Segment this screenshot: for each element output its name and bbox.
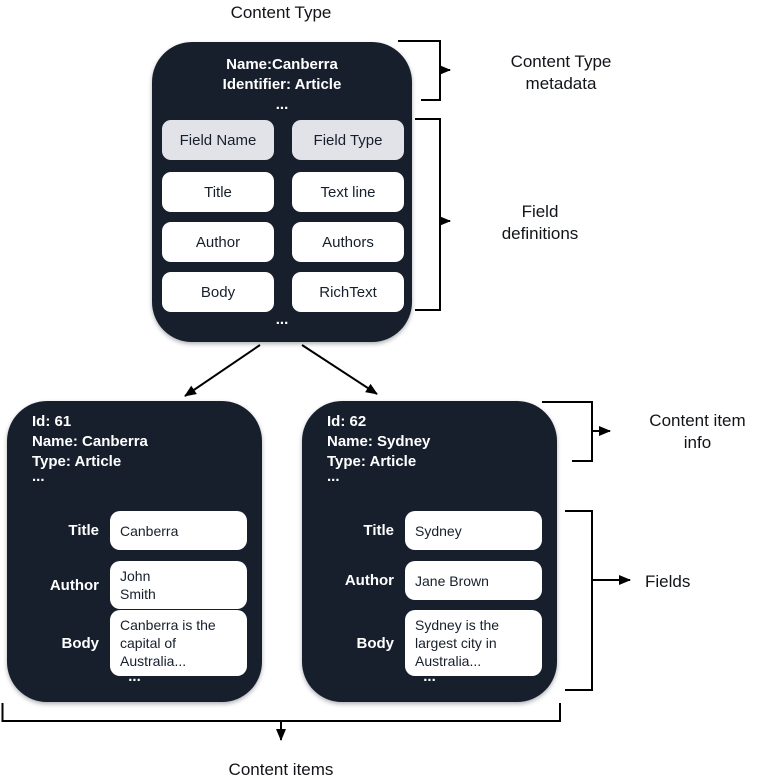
item-footer-ellipsis: ... (128, 668, 141, 685)
field-value: Sydney is the largest city in Australia.… (405, 610, 542, 676)
field-row: Title Sydney (318, 511, 542, 550)
field-label: Body (61, 634, 100, 652)
content-type-metadata-label: Content Type metadata (510, 52, 612, 93)
content-item-info-ellipsis: ... (327, 468, 340, 485)
field-row: Title Canberra (23, 511, 247, 550)
content-item-info-ellipsis: ... (32, 468, 45, 485)
field-name-header-cell: Field Name (162, 120, 274, 160)
field-label: Title (363, 522, 394, 539)
field-row: Body Canberra is the capital of Australi… (23, 610, 247, 676)
item-footer-ellipsis: ... (423, 668, 436, 685)
field-type-header-cell: Field Type (292, 120, 404, 160)
field-label: Body (356, 634, 395, 652)
content-item-info-label: Content item info (649, 411, 746, 452)
content-items-label: Content items (228, 760, 334, 779)
field-value: Canberra (110, 511, 247, 550)
field-value: John Smith (110, 561, 247, 609)
field-value: Sydney (405, 511, 542, 550)
field-label: Title (68, 522, 99, 539)
field-type-cell: Text line (292, 172, 404, 212)
field-row: Author Jane Brown (318, 561, 542, 600)
field-row: Author John Smith (23, 561, 247, 609)
field-name-cell: Author (162, 222, 274, 262)
type-to-item1-arrow-icon (184, 344, 261, 397)
field-label: Author (344, 572, 394, 589)
metadata-ellipsis: ... (275, 96, 289, 113)
field-row: Body Sydney is the largest city in Austr… (318, 610, 542, 676)
field-definitions-bracket (415, 118, 441, 311)
fields-bracket (565, 510, 593, 691)
type-box-footer-ellipsis: ... (275, 311, 289, 328)
fields-label: Fields (645, 572, 691, 591)
field-value: Jane Brown (405, 561, 542, 600)
field-name-cell: Title (162, 172, 274, 212)
field-value: Canberra is the capital of Australia... (110, 610, 247, 676)
field-name-cell: Body (162, 272, 274, 312)
content-item-box-sydney: Id: 62 Name: Sydney Type: Article ... Ti… (302, 401, 557, 702)
field-definitions-label: Field definitions (501, 202, 579, 243)
diagram-title: Content Type (230, 3, 332, 22)
content-item-box-canberra: Id: 61 Name: Canberra Type: Article ... … (7, 401, 262, 702)
field-type-cell: RichText (292, 272, 404, 312)
field-type-cell: Authors (292, 222, 404, 262)
content-type-box: Name:Canberra Identifier: Article ... Fi… (152, 42, 412, 342)
type-to-item2-arrow-icon (301, 344, 378, 395)
content-item-info-text: Id: 61 Name: Canberra Type: Article (32, 413, 148, 470)
content-type-metadata-text: Name:Canberra Identifier: Article (222, 56, 342, 93)
field-label: Author (49, 576, 99, 594)
content-items-bracket (1, 703, 561, 722)
content-item-info-text: Id: 62 Name: Sydney Type: Article (327, 413, 431, 470)
